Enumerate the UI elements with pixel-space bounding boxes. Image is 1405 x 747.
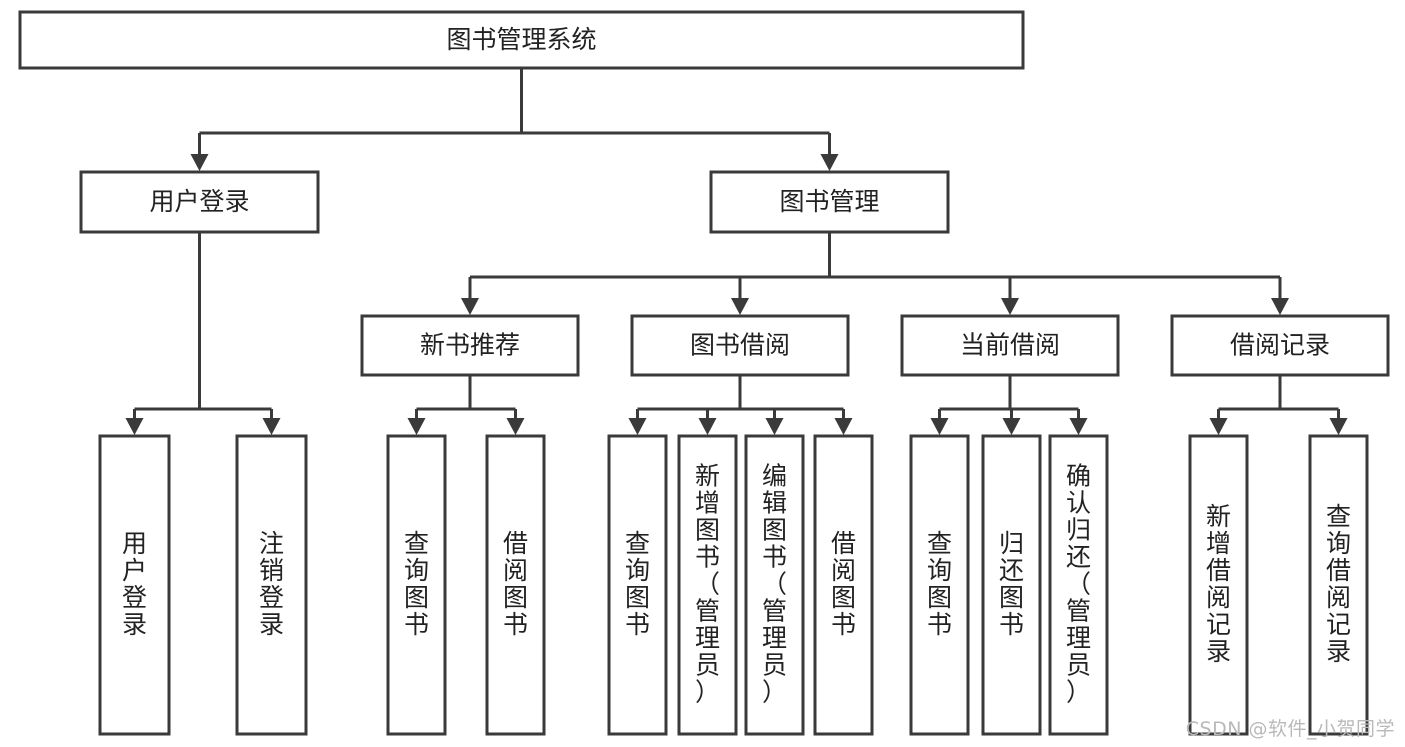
arrow-head-icon bbox=[407, 418, 426, 435]
arrow-head-icon bbox=[1002, 418, 1021, 435]
root-box[interactable] bbox=[18, 10, 1025, 70]
leaf-box[interactable] bbox=[1048, 434, 1109, 736]
level3-node[interactable]: 借阅记录 bbox=[1170, 314, 1390, 377]
leaf-label: 借阅图书 bbox=[503, 529, 528, 639]
arrow-head-icon bbox=[628, 418, 647, 435]
leaf-node[interactable]: 用户登录 bbox=[98, 434, 171, 736]
level3-label: 当前借阅 bbox=[960, 331, 1060, 360]
leaf-node[interactable]: 新增图书（管理员） bbox=[677, 434, 738, 736]
leaf-box[interactable] bbox=[981, 434, 1042, 736]
level3-box[interactable] bbox=[900, 314, 1120, 377]
arrow-head-icon bbox=[731, 298, 749, 315]
leaf-node[interactable]: 注销登录 bbox=[235, 434, 308, 736]
level3-label: 借阅记录 bbox=[1230, 331, 1330, 360]
level3-label: 新书推荐 bbox=[420, 331, 520, 360]
leaf-label: 新增借阅记录 bbox=[1206, 502, 1231, 666]
level2-label: 图书管理 bbox=[779, 187, 879, 216]
arrow-head-icon bbox=[930, 418, 949, 435]
csdn-watermark: CSDN @软件_小贺同学 bbox=[1185, 718, 1395, 740]
level3-label: 图书借阅 bbox=[690, 331, 790, 360]
arrow-head-icon bbox=[1001, 298, 1019, 315]
level2-node[interactable]: 用户登录 bbox=[79, 170, 320, 234]
level3-node[interactable]: 图书借阅 bbox=[630, 314, 850, 377]
arrow-head-icon bbox=[834, 418, 853, 435]
level3-node[interactable]: 新书推荐 bbox=[360, 314, 580, 377]
arrow-head-icon bbox=[698, 418, 717, 435]
arrow-head-icon bbox=[461, 298, 479, 315]
leaf-node[interactable]: 新增借阅记录 bbox=[1188, 434, 1249, 736]
arrow-head-icon bbox=[1209, 418, 1228, 435]
arrow-head-icon bbox=[1069, 418, 1088, 435]
arrow-head-icon bbox=[125, 418, 144, 435]
arrow-head-icon bbox=[506, 418, 525, 435]
arrow-head-icon bbox=[765, 418, 784, 435]
leaf-label: 查询图书 bbox=[625, 529, 650, 639]
leaf-label: 查询图书 bbox=[927, 529, 952, 639]
leaf-node[interactable]: 查询图书 bbox=[607, 434, 668, 736]
level2-label: 用户登录 bbox=[149, 187, 249, 216]
leaf-label: 新增图书（管理员） bbox=[695, 462, 720, 707]
level3-box[interactable] bbox=[630, 314, 850, 377]
level2-box[interactable] bbox=[79, 170, 320, 234]
level2-node[interactable]: 图书管理 bbox=[709, 170, 950, 234]
leaf-node[interactable]: 查询图书 bbox=[386, 434, 447, 736]
nodes-group: 图书管理系统用户登录图书管理新书推荐图书借阅当前借阅借阅记录用户登录注销登录查询… bbox=[18, 10, 1390, 736]
leaf-label: 查询借阅记录 bbox=[1326, 502, 1351, 666]
leaf-box[interactable] bbox=[235, 434, 308, 736]
arrow-head-icon bbox=[1271, 298, 1289, 315]
arrow-head-icon bbox=[820, 154, 839, 171]
leaf-box[interactable] bbox=[607, 434, 668, 736]
leaf-node[interactable]: 借阅图书 bbox=[813, 434, 874, 736]
leaf-label: 查询图书 bbox=[404, 529, 429, 639]
arrow-head-icon bbox=[190, 154, 209, 171]
level3-node[interactable]: 当前借阅 bbox=[900, 314, 1120, 377]
arrow-head-icon bbox=[262, 418, 281, 435]
leaf-label: 用户登录 bbox=[122, 529, 147, 639]
arrow-head-icon bbox=[1329, 418, 1348, 435]
leaf-box[interactable] bbox=[485, 434, 546, 736]
leaf-box[interactable] bbox=[98, 434, 171, 736]
level3-box[interactable] bbox=[1170, 314, 1390, 377]
leaf-node[interactable]: 借阅图书 bbox=[485, 434, 546, 736]
connector-lines-group bbox=[125, 68, 1348, 435]
leaf-label: 编辑图书（管理员） bbox=[762, 462, 787, 707]
leaf-label: 归还图书 bbox=[999, 529, 1024, 639]
leaf-node[interactable]: 查询借阅记录 bbox=[1308, 434, 1369, 736]
level2-box[interactable] bbox=[709, 170, 950, 234]
leaf-node[interactable]: 归还图书 bbox=[981, 434, 1042, 736]
leaf-box[interactable] bbox=[909, 434, 970, 736]
leaf-label: 确认归还（管理员） bbox=[1066, 462, 1091, 707]
leaf-box[interactable] bbox=[744, 434, 805, 736]
root-label: 图书管理系统 bbox=[446, 25, 596, 54]
leaf-box[interactable] bbox=[1188, 434, 1249, 736]
leaf-node[interactable]: 确认归还（管理员） bbox=[1048, 434, 1109, 736]
leaf-box[interactable] bbox=[813, 434, 874, 736]
leaf-node[interactable]: 编辑图书（管理员） bbox=[744, 434, 805, 736]
leaf-node[interactable]: 查询图书 bbox=[909, 434, 970, 736]
leaf-box[interactable] bbox=[386, 434, 447, 736]
leaf-box[interactable] bbox=[1308, 434, 1369, 736]
root-node[interactable]: 图书管理系统 bbox=[18, 10, 1025, 70]
leaf-box[interactable] bbox=[677, 434, 738, 736]
level3-box[interactable] bbox=[360, 314, 580, 377]
leaf-label: 注销登录 bbox=[259, 529, 284, 639]
leaf-label: 借阅图书 bbox=[831, 529, 856, 639]
